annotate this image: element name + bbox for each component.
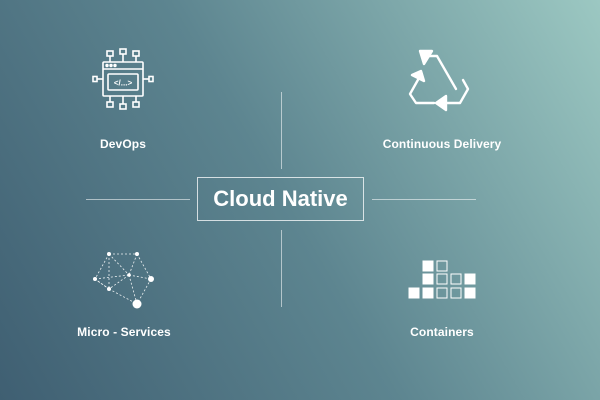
divider-bottom xyxy=(281,230,282,307)
continuous-delivery-label: Continuous Delivery xyxy=(382,137,502,151)
micro-services-label: Micro - Services xyxy=(77,325,171,339)
divider-left xyxy=(86,199,190,200)
containers-label: Containers xyxy=(410,325,474,339)
center-title: Cloud Native xyxy=(213,186,348,211)
devops-label: DevOps xyxy=(100,137,146,151)
center-title-box: Cloud Native xyxy=(197,177,364,221)
node-network-icon xyxy=(93,252,154,309)
code-window-circuit-icon: </...> xyxy=(92,48,154,110)
divider-top xyxy=(281,92,282,169)
divider-right xyxy=(372,199,476,200)
stacked-boxes-icon xyxy=(408,260,476,299)
code-glyph: </...> xyxy=(114,79,133,88)
recycle-triangle-arrows-icon xyxy=(408,49,470,112)
